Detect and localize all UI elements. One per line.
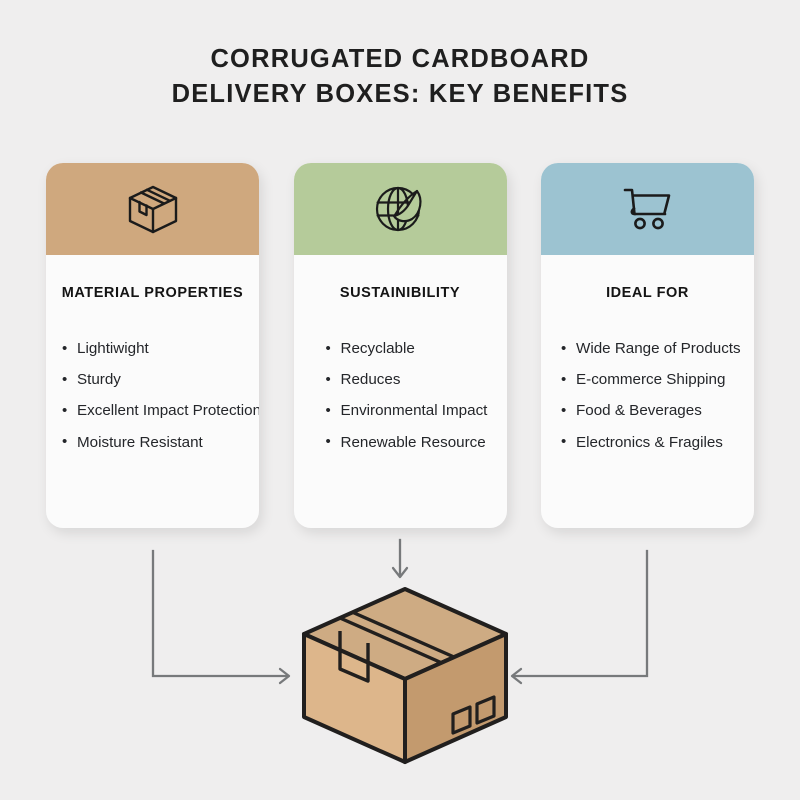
list-item: Food & Beverages <box>561 395 754 426</box>
list-item: Renewable Resource <box>326 426 507 458</box>
card-heading-sustainability: SUSTAINIBILITY <box>339 285 461 301</box>
arrow-right-card-to-box <box>510 549 649 685</box>
card-list-sustainability: Recyclable Reduces Environmental Impact … <box>294 332 507 458</box>
card-heading-material-properties: MATERIAL PROPERTIES <box>61 285 244 301</box>
card-header-band-sustainability <box>293 163 507 255</box>
arrow-center-card-to-box <box>391 538 409 579</box>
list-item: Sturdy <box>62 364 259 395</box>
card-list-material-properties: Lightiwight Sturdy Excellent Impact Prot… <box>46 332 259 458</box>
list-item: Electronics & Fragiles <box>561 426 754 458</box>
list-item: Excellent Impact Protection <box>62 395 259 426</box>
card-list-ideal-for: Wide Range of Products E-commerce Shippi… <box>541 332 754 458</box>
cardboard-box-icon <box>124 183 182 235</box>
list-item: Reduces <box>326 364 507 395</box>
list-item: Recyclable <box>326 332 507 364</box>
shopping-cart-icon <box>619 183 677 235</box>
box-flap-notch <box>338 631 370 683</box>
box-label-square-2 <box>475 695 496 725</box>
benefit-cards-row: MATERIAL PROPERTIES Lightiwight Sturdy E… <box>46 163 754 528</box>
globe-leaf-icon <box>371 183 429 235</box>
list-item: E-commerce Shipping <box>561 364 754 395</box>
card-sustainability[interactable]: SUSTAINIBILITY Recyclable Reduces Enviro… <box>293 163 507 528</box>
card-header-band-material-properties <box>46 163 259 255</box>
title-line-2: DELIVERY BOXES: KEY BENEFITS <box>171 80 629 108</box>
card-header-band-ideal-for <box>541 163 754 255</box>
arrow-left-card-to-box <box>151 549 291 685</box>
box-tape-seam-1 <box>351 610 455 659</box>
card-ideal-for[interactable]: IDEAL FOR Wide Range of Products E-comme… <box>541 163 754 528</box>
page-title: CORRUGATED CARDBOARD DELIVERY BOXES: KEY… <box>0 42 800 112</box>
list-item: Environmental Impact <box>326 395 507 426</box>
card-heading-ideal-for: IDEAL FOR <box>606 285 689 301</box>
box-tape-seam-2 <box>339 616 443 665</box>
title-line-1: CORRUGATED CARDBOARD <box>210 45 590 73</box>
box-label-square-1 <box>451 705 472 735</box>
corrugated-delivery-box-illustration <box>296 583 514 768</box>
card-material-properties[interactable]: MATERIAL PROPERTIES Lightiwight Sturdy E… <box>46 163 259 528</box>
list-item: Lightiwight <box>62 332 259 364</box>
list-item: Moisture Resistant <box>62 426 259 458</box>
list-item: Wide Range of Products <box>561 332 754 364</box>
box-right-face <box>403 632 508 764</box>
